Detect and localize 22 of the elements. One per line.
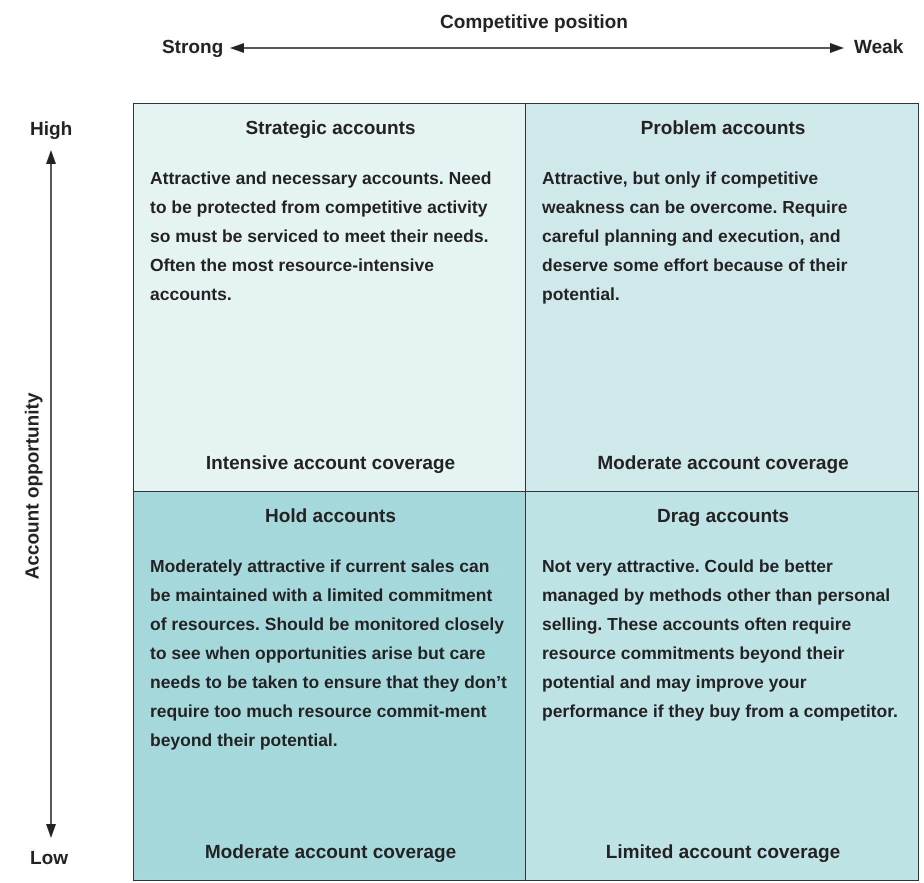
coverage-label: Moderate account coverage (204, 842, 458, 864)
quadrant-description: Not very attractive. Could be better managed by methods other than personal selling. These accounts often require resource commitments beyond their potential and may improve your performance if they buy from a competitor. (542, 555, 899, 723)
matrix-quadrant (526, 104, 918, 492)
quadrant-description: Attractive and necessary accounts. Need to be protected from competitive activity so must be serviced to meet their needs. Often the most resource-intensive accounts. (150, 167, 492, 306)
axis-end-label: Strong (162, 37, 224, 59)
axis-title: Account opportunity (22, 392, 44, 580)
axis-title: Competitive position (440, 12, 628, 34)
quadrant-heading: Drag accounts (656, 506, 790, 528)
axis-end-label: Low (30, 848, 68, 870)
coverage-label: Moderate account coverage (596, 453, 850, 475)
coverage-label: Intensive account coverage (204, 453, 456, 475)
quadrant-description: Moderately attractive if current sales can be maintained with a limited commitment of resources. Should be monitored closely to see when opportunities arise but care needs to be taken to ensure that they don’t require too much resource commit-ment beyond their potential. (150, 555, 508, 752)
quadrant-description: Attractive, but only if competitive weakness can be overcome. Require careful planning and execution, and deserve some effort because of their potential. (542, 167, 848, 306)
quadrant-heading: Hold accounts (264, 506, 397, 528)
quadrant-heading: Strategic accounts (244, 118, 416, 140)
axis-end-label: High (30, 119, 72, 141)
quadrant-heading: Problem accounts (640, 118, 806, 140)
matrix-quadrant (134, 104, 526, 492)
coverage-label: Limited account coverage (604, 842, 842, 864)
axis-end-label: Weak (854, 37, 904, 59)
matrix-quadrant (526, 492, 918, 880)
matrix-quadrant (134, 492, 526, 880)
